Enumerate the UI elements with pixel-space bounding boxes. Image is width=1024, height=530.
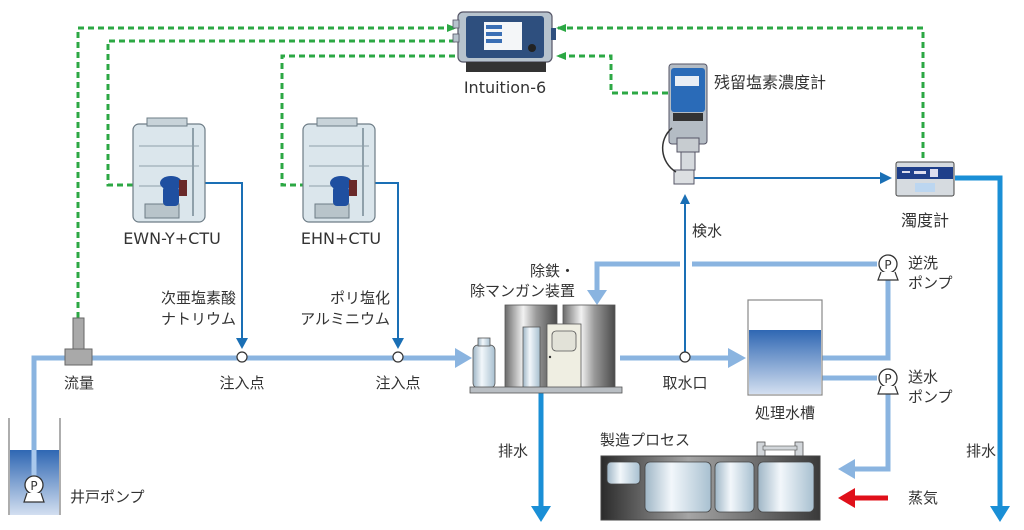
flow-arrow-to-tank [728,348,746,368]
steam-arrow [838,488,888,508]
dosing-tank-icon [302,117,376,223]
iron-removal-label-line1: 除鉄・ [530,262,575,280]
treated-tank-label: 処理水槽 [755,404,815,422]
signal-line-chlorine [556,52,668,95]
drain-label-2: 排水 [966,442,996,460]
signal-line-dosing-1 [106,39,455,189]
filter-unit-icon [469,304,623,394]
controller-label: Intuition-6 [464,78,546,97]
supply-pump-label-line2: ポンプ [908,388,953,406]
dosing-tank-icon [132,117,206,223]
sample-arrow-up [680,194,690,204]
supply-pump-label-line1: 送水 [908,368,938,386]
backwash-pump-label-line2: ポンプ [908,274,953,292]
sampling-port-label: 取水口 [662,374,707,392]
dosing-unit-1-chemical-line2: ナトリウム [161,310,236,328]
flow-arrow-to-filter [455,348,472,368]
svg-text:P: P [884,372,891,386]
drain-arrowhead-1 [531,506,551,522]
drain-arrows [531,175,1010,522]
pipe-supply-to-process [852,393,891,472]
flow-arrow-to-process [838,459,855,479]
pipe-tank-to-backwash [822,278,891,361]
dosing-unit-2-label: EHN+CTU [301,229,381,248]
pipe-backwash-return-b [594,261,680,292]
supply-pump-icon: P [877,368,899,395]
drain-label-1: 排水 [498,442,528,460]
dosing-unit-1 [132,117,206,223]
controller-unit-icon [452,11,556,72]
injection-arrow-2 [392,338,404,349]
sample-water-label: 検水 [692,222,722,240]
svg-text:P: P [30,479,37,493]
manufacturing-equipment-icon [600,441,821,521]
backwash-pump-label-line1: 逆洗 [908,254,938,272]
injection-point-2-label: 注入点 [375,374,420,392]
dosing-unit-1-label: EWN-Y+CTU [123,229,221,248]
backwash-pump-icon: P [877,254,899,281]
treated-tank-icon [747,299,823,396]
injection-point-2 [392,351,404,363]
manufacturing-label: 製造プロセス [600,431,690,449]
signal-line-turbidity [556,24,925,158]
flow-meter-label: 流量 [64,374,94,392]
process-pipes [31,261,891,480]
injection-point-1-label: 注入点 [219,374,264,392]
steam-label: 蒸気 [908,489,938,507]
dosing-unit-2-chemical-line2: アルミニウム [300,310,390,328]
turbidity-inlet-arrow [880,172,892,184]
drain-arrowhead-2 [990,506,1010,522]
sampling-port-point [679,351,691,363]
well-pump-icon: P [23,475,45,503]
flow-meter-icon [64,317,93,366]
chlorine-analyzer-label: 残留塩素濃度計 [714,73,826,92]
dosing-unit-1-chemical-line1: 次亜塩素酸 [161,289,236,307]
well-pump-label: 井戸ポンプ [70,488,145,506]
well: P [8,418,61,515]
pipe-well-to-main [31,355,460,480]
drain-line-2 [955,175,1003,508]
iron-removal-label-line2: 除マンガン装置 [470,282,575,300]
turbidity-meter-icon [895,161,955,197]
injection-point-1 [236,351,248,363]
dosing-unit-2 [302,117,376,223]
injection-arrow-1 [236,338,248,349]
dosing-unit-2-chemical-line1: ポリ塩化 [330,289,390,307]
flow-arrow-backwash-down [587,290,607,305]
turbidity-meter-label: 濁度計 [901,211,949,230]
svg-text:P: P [884,258,891,272]
analyzer-icon [662,63,708,185]
signal-line-flow-meter [76,24,457,318]
